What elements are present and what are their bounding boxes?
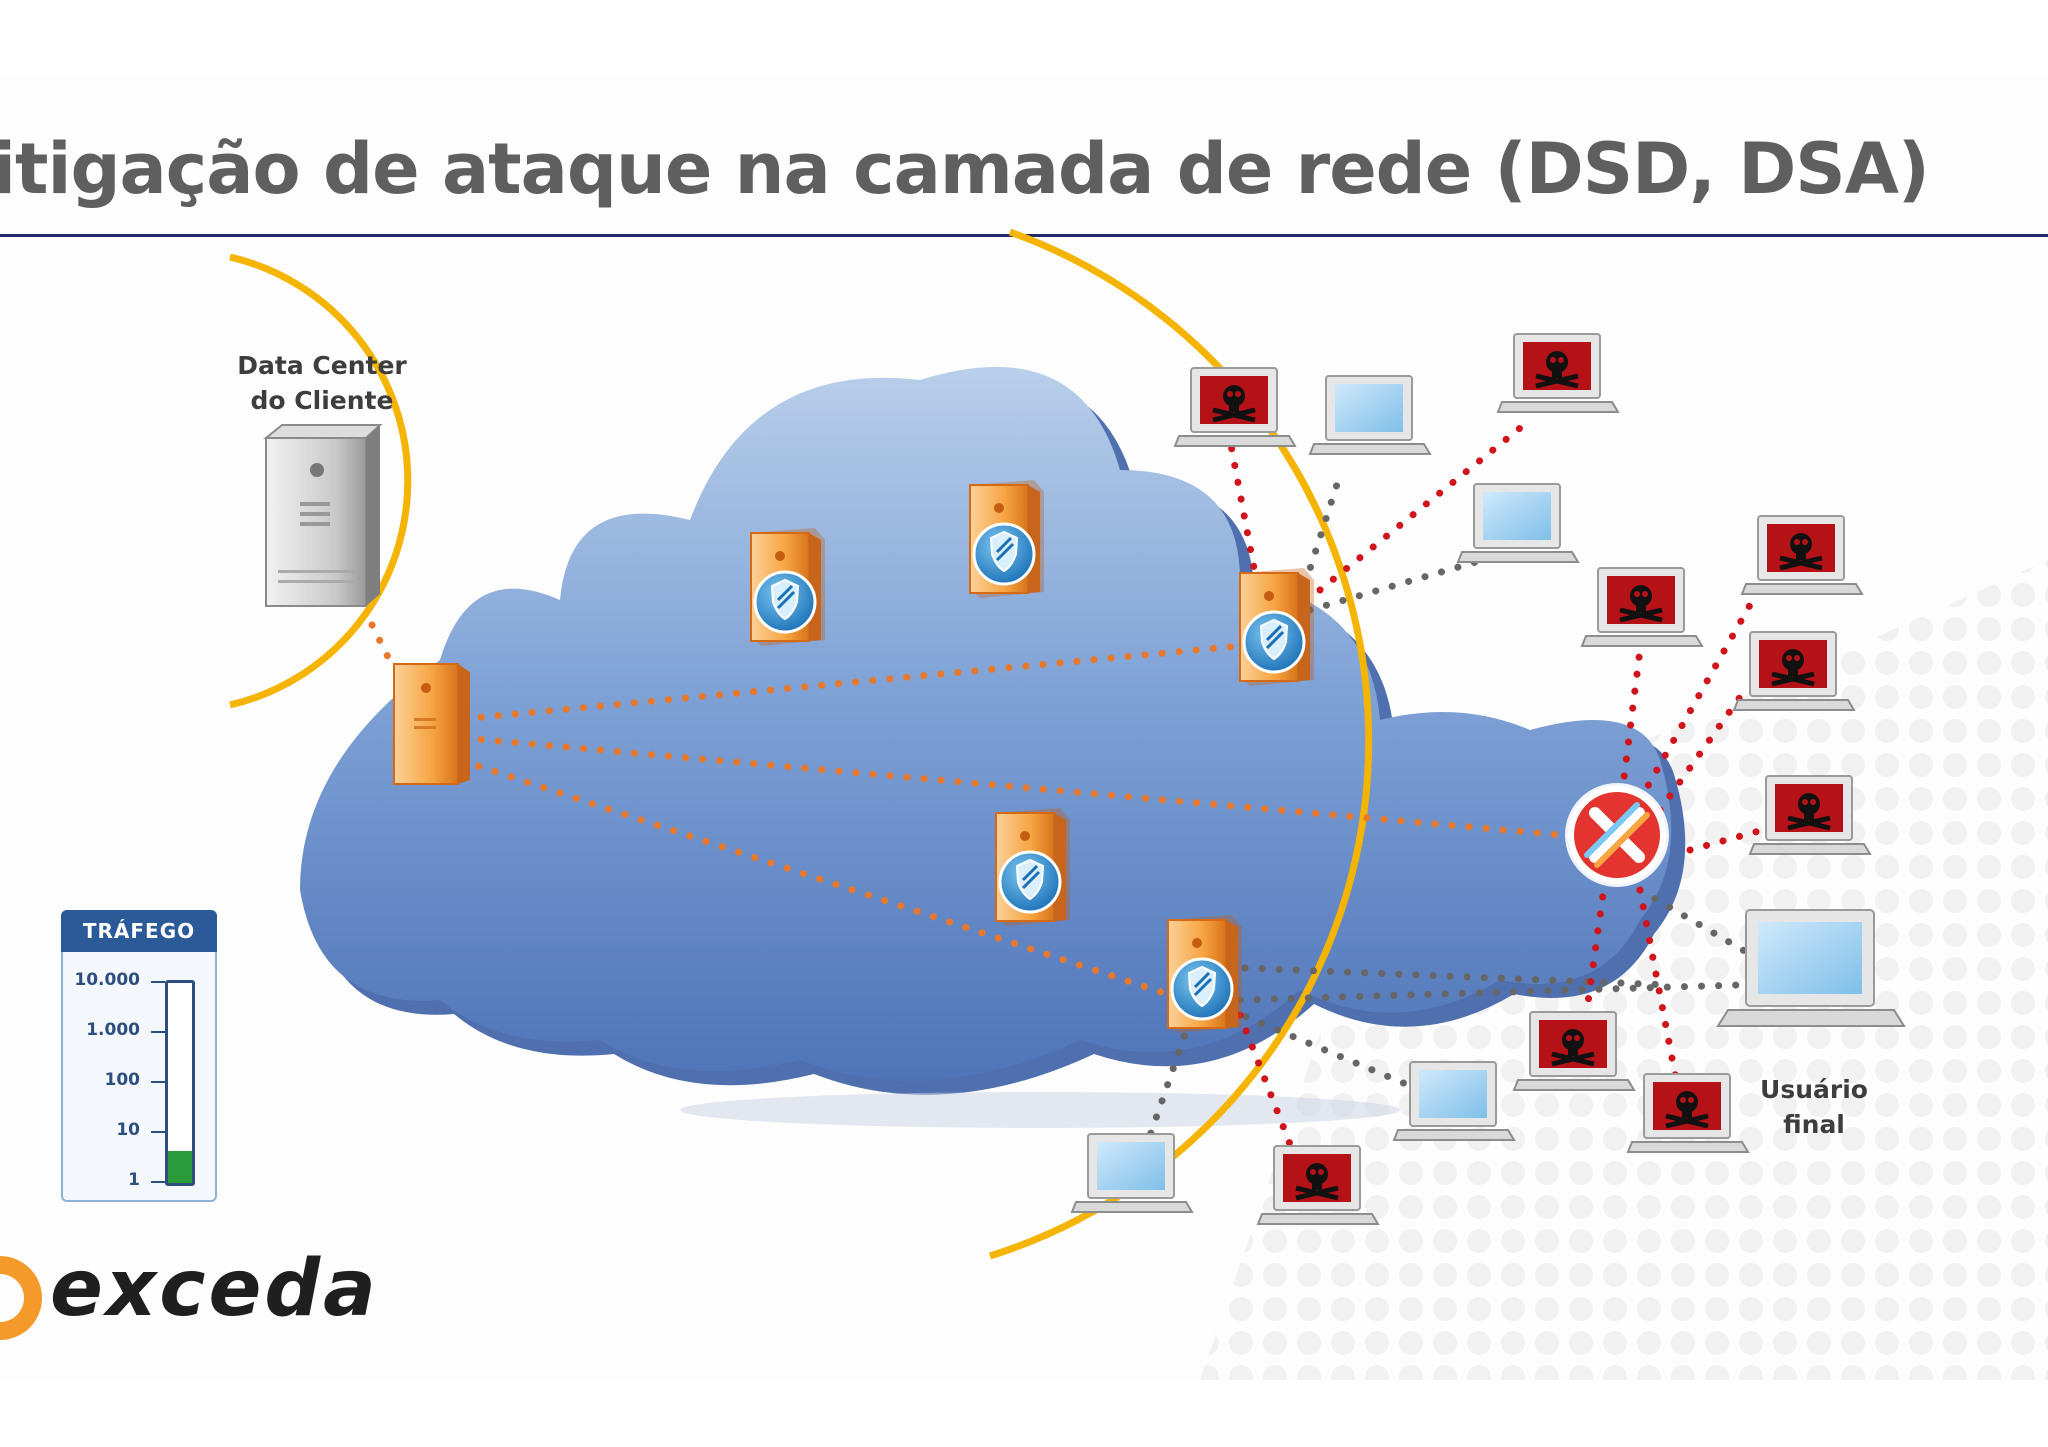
title-bar: itigação de ataque na camada de rede (DS… xyxy=(0,62,2048,234)
end-user-label-line2: final xyxy=(1783,1110,1845,1139)
skull-computer-icon xyxy=(1498,334,1618,412)
shield-server-icon xyxy=(1238,566,1316,688)
traffic-tick-mark xyxy=(151,1081,165,1083)
legit-traffic-links xyxy=(368,621,1599,999)
shield-server-icon xyxy=(1166,913,1244,1035)
traffic-tick-label: 1 xyxy=(128,1170,140,1190)
exceda-logo: exceda xyxy=(0,1236,420,1366)
shield-server-icon xyxy=(994,806,1072,928)
end-user-computer-icon xyxy=(1716,909,1906,1027)
traffic-tick-label: 100 xyxy=(104,1070,141,1090)
traffic-tick-mark xyxy=(151,1031,165,1033)
computer-icon xyxy=(1071,1133,1193,1213)
computer-icon xyxy=(1457,483,1579,563)
data-center-label: Data Center do Cliente xyxy=(232,348,412,418)
end-user-label: Usuário final xyxy=(1724,1072,1904,1142)
traffic-tick-mark xyxy=(151,1181,165,1183)
traffic-gauge-fill xyxy=(168,1151,192,1183)
slide-title: itigação de ataque na camada de rede (DS… xyxy=(0,128,1930,210)
skull-computer-icon xyxy=(1582,568,1702,646)
traffic-tick-label: 1.000 xyxy=(86,1020,140,1040)
traffic-meter: TRÁFEGO 10.000 1.000 100 10 1 xyxy=(61,910,217,1202)
traffic-tick-label: 10 xyxy=(116,1120,140,1140)
end-user-label-line1: Usuário xyxy=(1760,1075,1868,1104)
logo-mark-icon xyxy=(0,1256,42,1340)
logo-wordmark: exceda xyxy=(50,1244,379,1334)
traffic-tick-label: 10.000 xyxy=(74,970,140,990)
traffic-meter-header: TRÁFEGO xyxy=(61,910,217,952)
server-tower-icon xyxy=(263,424,383,607)
skull-computer-icon xyxy=(1742,516,1862,594)
traffic-tick-mark xyxy=(151,1131,165,1133)
shield-server-icon xyxy=(968,478,1046,600)
benign-traffic-links xyxy=(1141,471,1764,1154)
internet-cloud xyxy=(300,366,1686,1095)
shield-server-icon xyxy=(749,526,827,648)
computer-icon xyxy=(1309,375,1431,455)
data-center-label-line2: do Cliente xyxy=(250,386,394,415)
customer-zone-arc xyxy=(229,253,412,709)
origin-server-icon xyxy=(393,663,470,785)
blocked-icon xyxy=(1565,783,1669,887)
traffic-gauge-tube xyxy=(165,980,195,1186)
data-center-label-line1: Data Center xyxy=(237,351,407,380)
traffic-tick-mark xyxy=(151,981,165,983)
